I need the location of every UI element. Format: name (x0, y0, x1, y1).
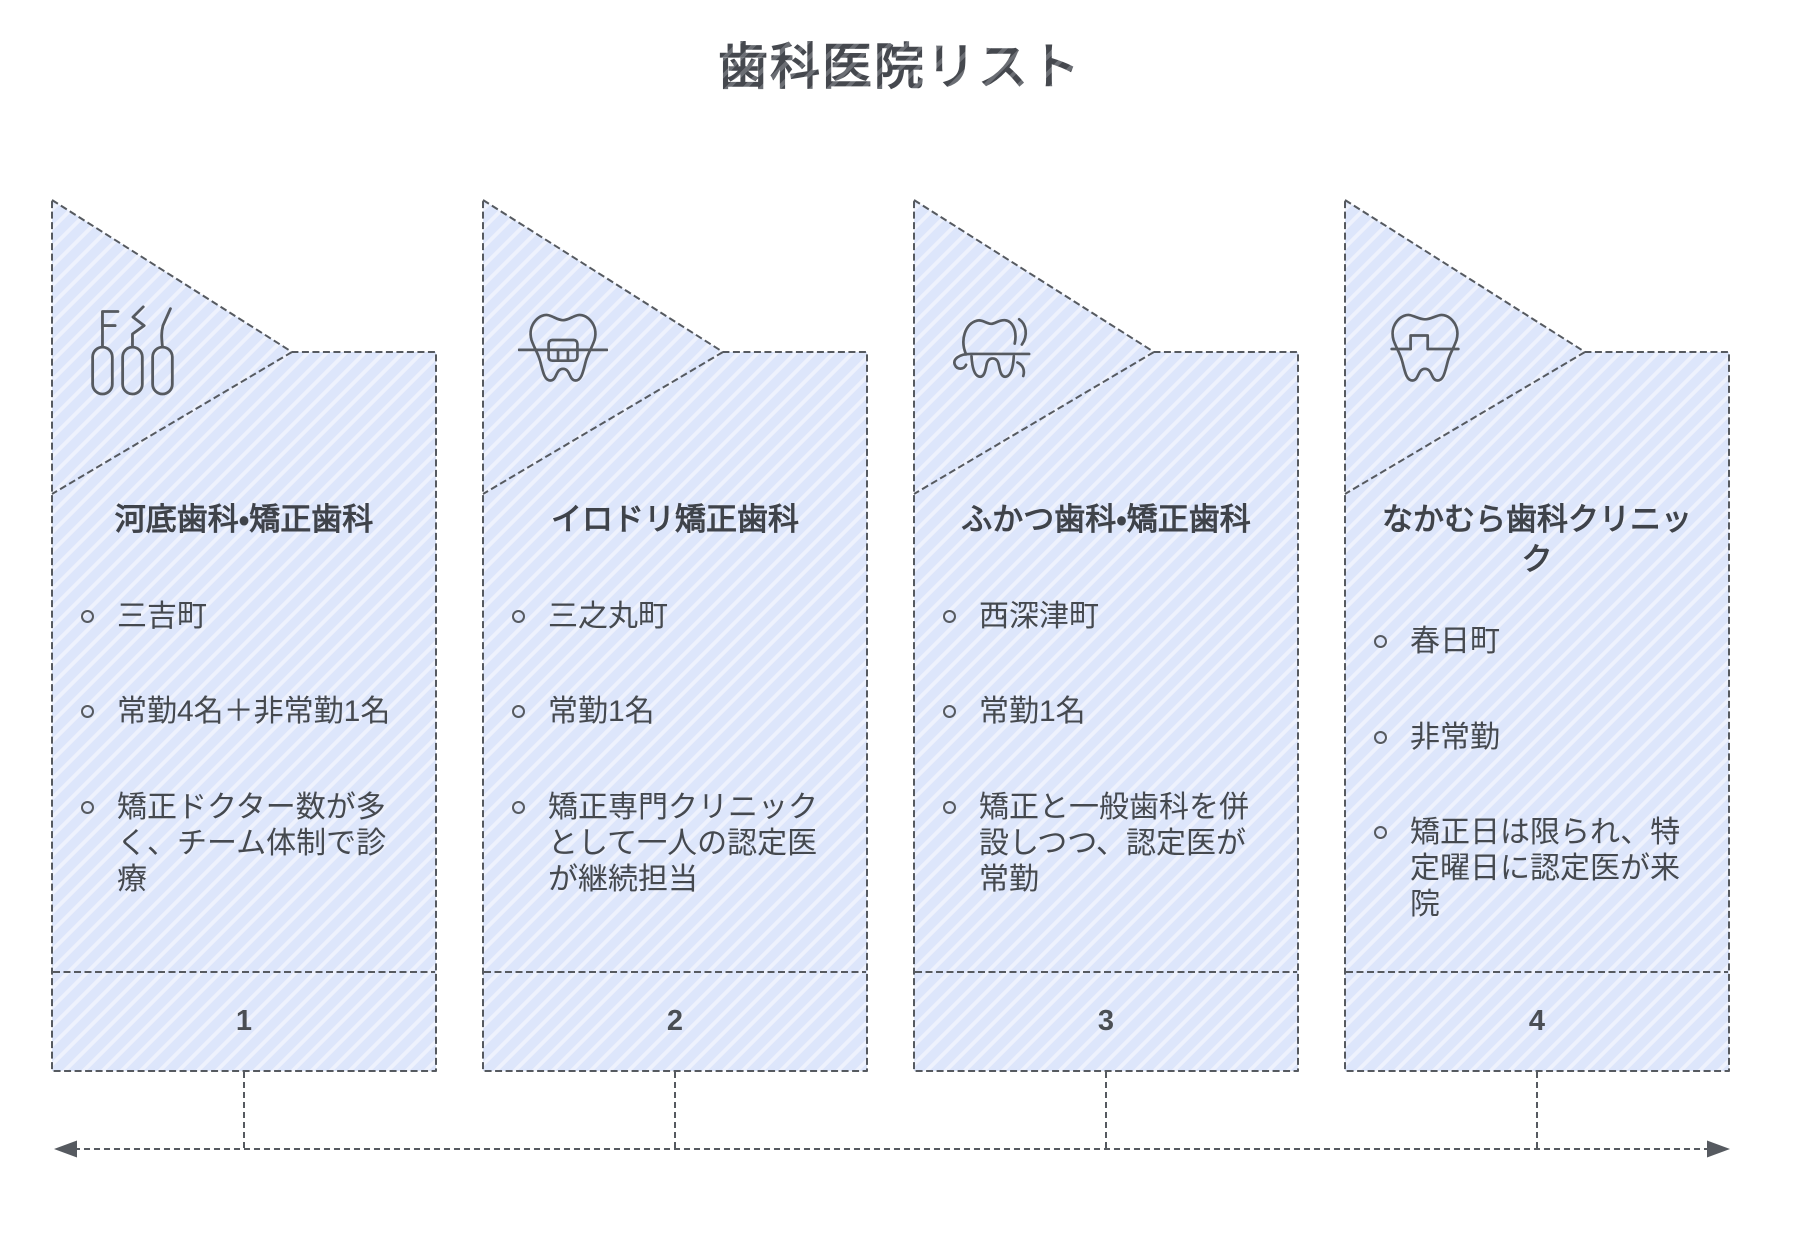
bullet-circle-icon (81, 705, 94, 718)
tooth-braces-icon (517, 300, 609, 398)
card-flag-shape (1344, 199, 1730, 1072)
bullet-circle-icon (512, 610, 525, 623)
clinic-name: イロドリ矯正歯科 (551, 502, 799, 537)
list-item-text: 春日町 (1410, 625, 1500, 658)
card-flag-shape (482, 199, 868, 1072)
list-item: 矯正ドクター数が多 く、チーム体制で診 療 (52, 790, 436, 898)
loose-tooth-icon (949, 300, 1039, 398)
list-item-text: 常勤1名 (979, 695, 1086, 728)
clinic-card-2: イロドリ矯正歯科 三之丸町 常勤1名 矯正専門クリニック として一人の認定医 が… (482, 199, 868, 1072)
card-flag-shape (51, 199, 437, 1072)
list-item: 非常勤 (1345, 720, 1729, 756)
clinic-name: ふかつ歯科・矯正歯科 (961, 502, 1251, 537)
bullet-circle-icon (512, 705, 525, 718)
list-item-text: 矯正ドクター数が多 く、チーム体制で診 療 (117, 791, 387, 896)
list-item: 常勤1名 (914, 694, 1298, 730)
list-item: 常勤4名＋非常勤1名 (52, 694, 436, 730)
list-item: 矯正専門クリニック として一人の認定医 が継続担当 (483, 790, 867, 898)
list-item: 三之丸町 (483, 599, 867, 635)
list-item: 西深津町 (914, 599, 1298, 635)
list-item: 常勤1名 (483, 694, 867, 730)
bullet-circle-icon (512, 801, 525, 814)
list-item-text: 常勤4名＋非常勤1名 (117, 695, 391, 728)
card-flag-shape (913, 199, 1299, 1072)
bullet-circle-icon (943, 610, 956, 623)
bullet-circle-icon (81, 801, 94, 814)
dental-tools-icon (87, 300, 177, 398)
list-item-text: 非常勤 (1410, 721, 1500, 754)
list-item: 春日町 (1345, 624, 1729, 660)
bullet-circle-icon (1374, 826, 1387, 839)
clinic-card-3: ふかつ歯科・矯正歯科 西深津町 常勤1名 矯正と一般歯科を併 設しつつ、認定医が… (913, 199, 1299, 1072)
dental-crown-icon (1380, 300, 1470, 398)
list-item: 三吉町 (52, 599, 436, 635)
bullet-circle-icon (1374, 635, 1387, 648)
arrowhead-left-icon (54, 1140, 77, 1158)
list-item-text: 矯正専門クリニック として一人の認定医 が継続担当 (548, 791, 818, 896)
clinic-name: なかむら歯科クリニッ ク (1382, 502, 1692, 577)
list-item: 矯正日は限られ、特 定曜日に認定医が来 院 (1345, 815, 1729, 923)
card-number: 1 (235, 1005, 253, 1037)
list-item-text: 矯正と一般歯科を併 設しつつ、認定医が 常勤 (979, 791, 1249, 896)
card-number: 2 (666, 1005, 684, 1037)
clinic-name: 河底歯科・矯正歯科 (114, 502, 374, 537)
list-item-text: 西深津町 (979, 600, 1099, 633)
bullet-circle-icon (943, 705, 956, 718)
list-item-text: 三之丸町 (548, 600, 668, 633)
list-item-text: 三吉町 (117, 600, 207, 633)
clinic-card-4: なかむら歯科クリニッ ク 春日町 非常勤 矯正日は限られ、特 定曜日に認定医が来… (1344, 199, 1730, 1072)
bullet-circle-icon (81, 610, 94, 623)
card-number: 4 (1528, 1005, 1546, 1037)
clinic-card-1: 河底歯科・矯正歯科 三吉町 常勤4名＋非常勤1名 矯正ドクター数が多 く、チーム… (51, 199, 437, 1072)
arrowhead-right-icon (1707, 1140, 1730, 1158)
list-item-text: 矯正日は限られ、特 定曜日に認定医が来 院 (1410, 816, 1681, 921)
list-item: 矯正と一般歯科を併 設しつつ、認定医が 常勤 (914, 790, 1298, 898)
timeline-arrow (54, 1072, 1730, 1158)
page-title: 歯科医院リスト (0, 38, 1800, 96)
card-number: 3 (1097, 1005, 1115, 1037)
bullet-circle-icon (1374, 731, 1387, 744)
bullet-circle-icon (943, 801, 956, 814)
list-item-text: 常勤1名 (548, 695, 655, 728)
